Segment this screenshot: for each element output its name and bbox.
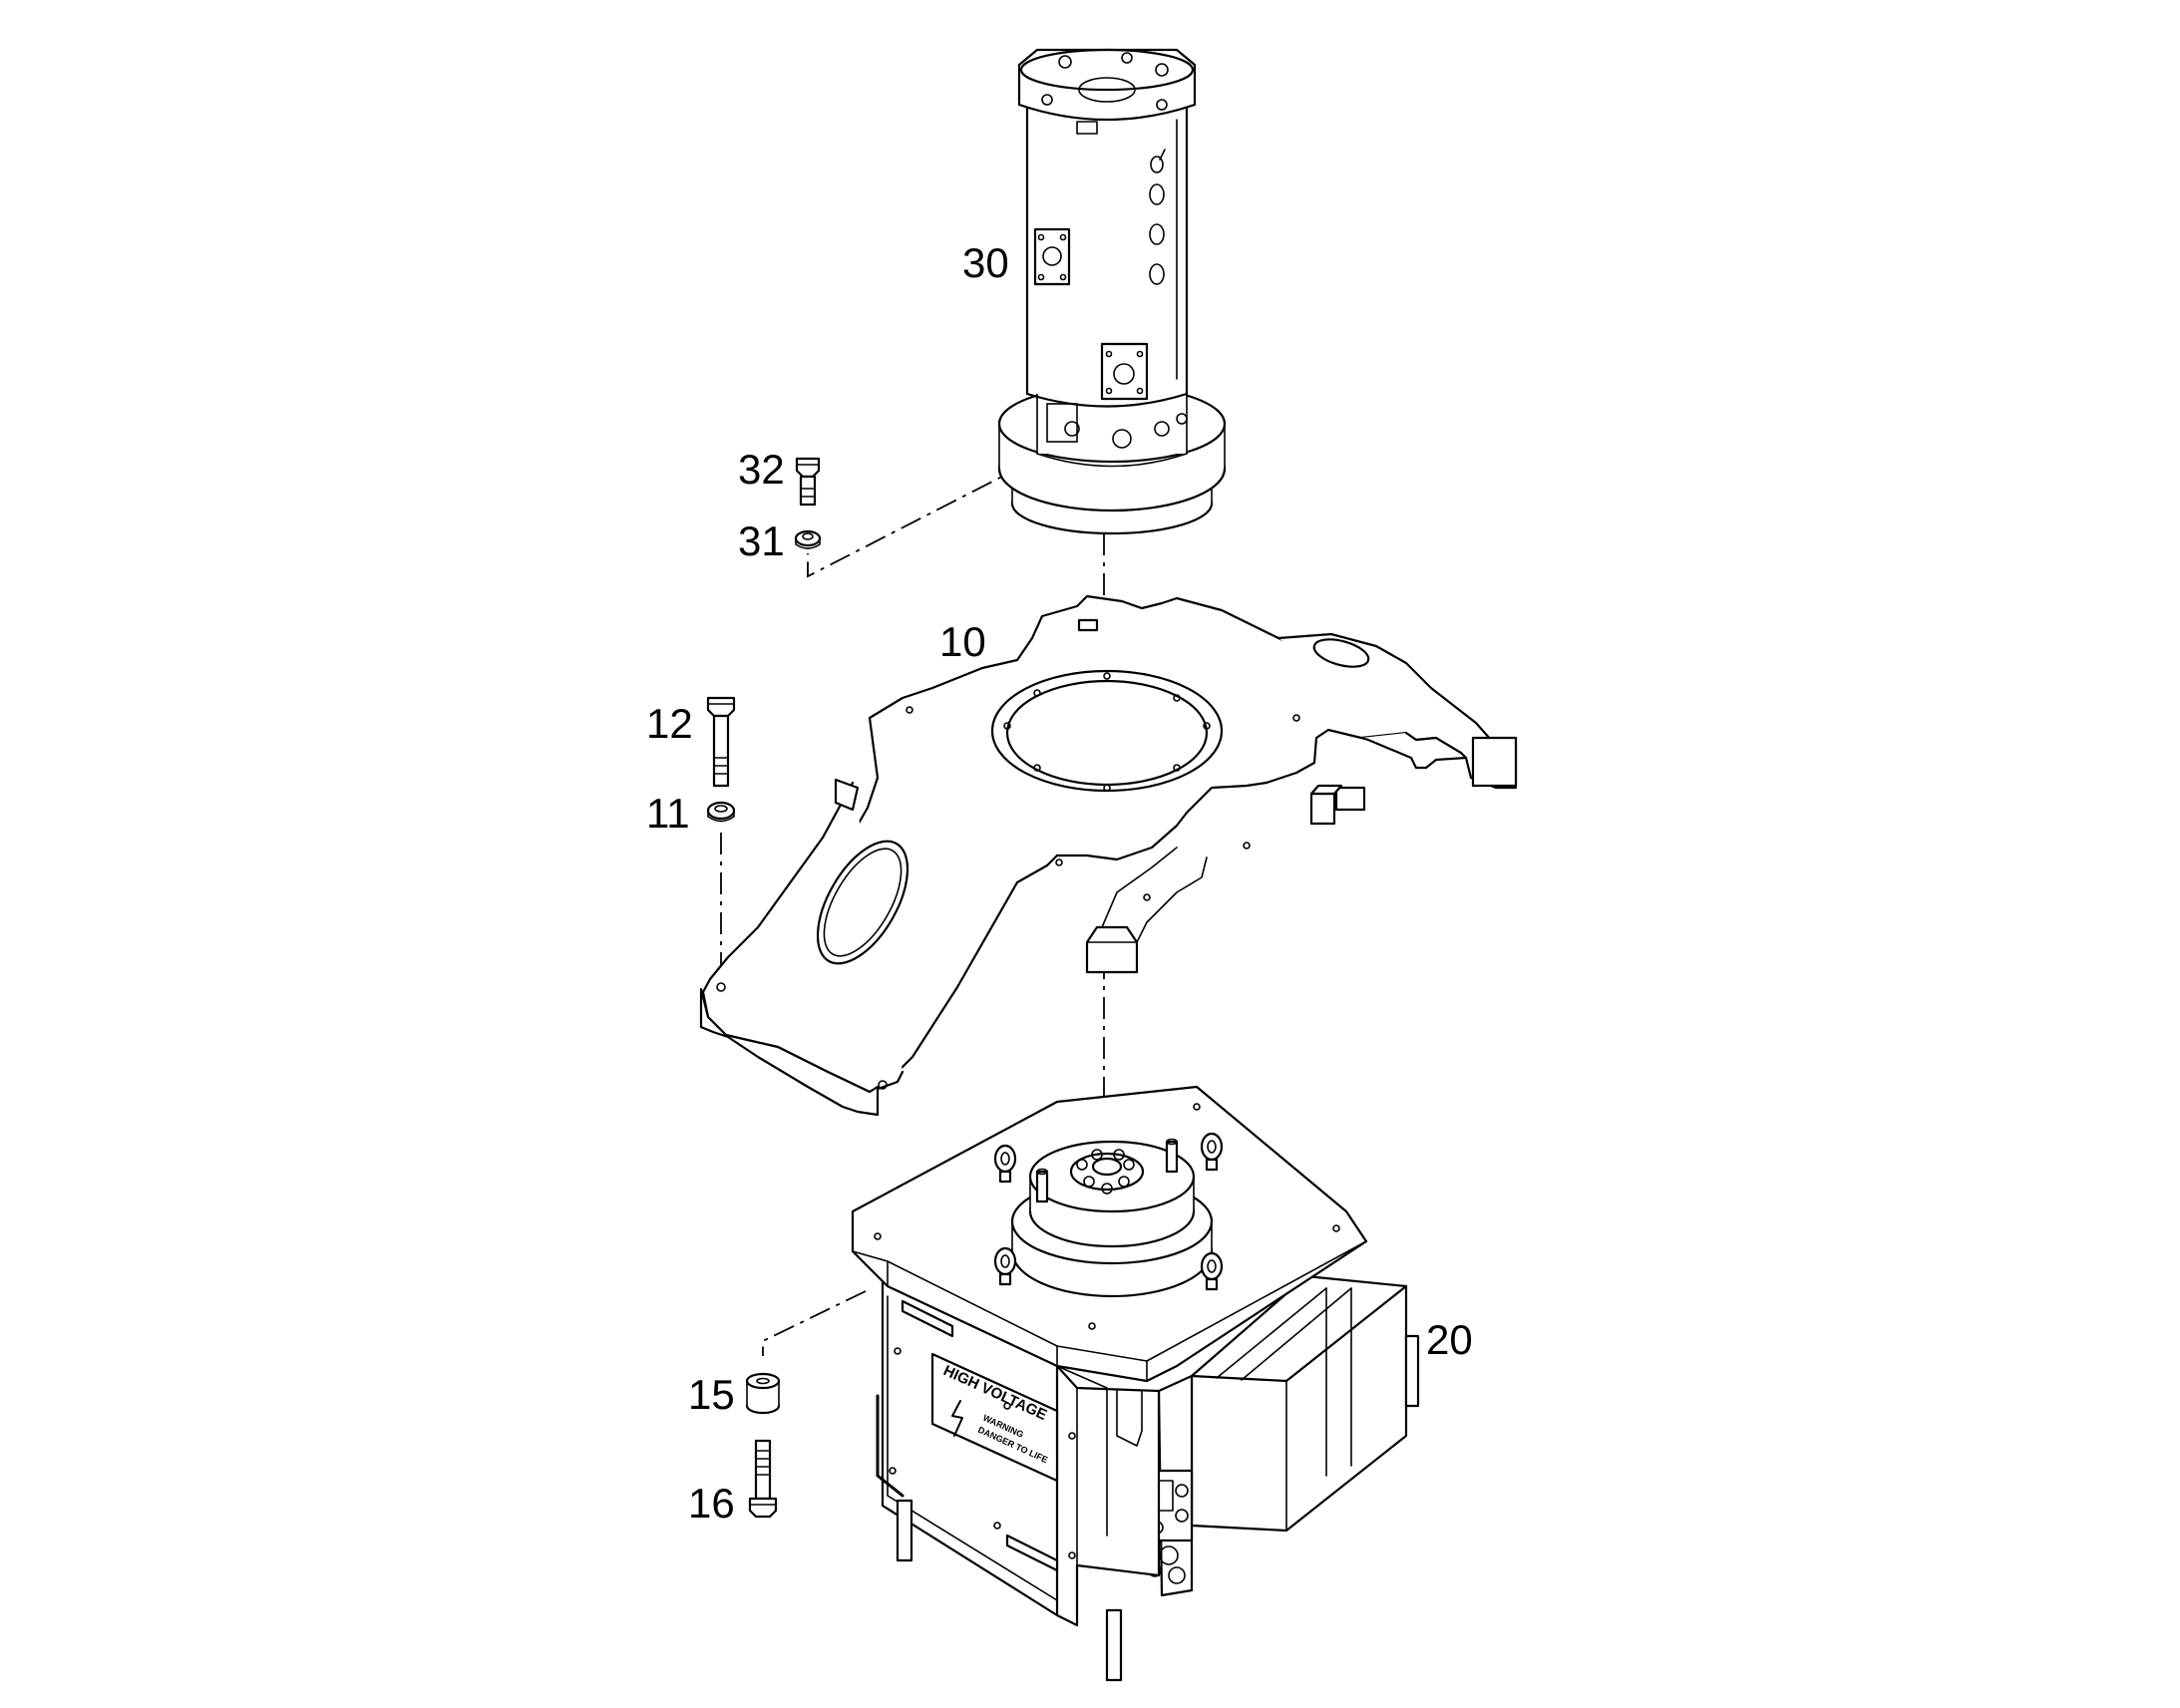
bolt-32 — [795, 457, 821, 507]
lightning-bolt-icon — [951, 1400, 963, 1437]
callout-16: 16 — [688, 1480, 735, 1527]
callout-10: 10 — [939, 618, 986, 665]
bolt-31-32-assembly-line — [807, 463, 1028, 578]
callout-30: 30 — [962, 239, 1009, 286]
washer-11 — [706, 801, 736, 823]
washer-31 — [794, 529, 822, 549]
bolt-12 — [706, 696, 736, 788]
slip-ring-housing: HIGH VOLTAGE WARNING DANGER TO LIFE — [851, 1085, 1420, 1682]
callout-31: 31 — [738, 517, 785, 564]
callout-11: 11 — [646, 790, 690, 837]
bolt-16 — [748, 1439, 778, 1519]
bolt-15-16-assembly-line — [762, 1290, 867, 1356]
callout-12: 12 — [646, 700, 693, 747]
mounting-frame — [699, 594, 1518, 1117]
callout-labels: 30 32 31 10 12 11 20 15 16 — [646, 239, 1473, 1527]
spacer-15 — [745, 1372, 781, 1415]
callout-15: 15 — [688, 1371, 735, 1418]
callout-32: 32 — [738, 446, 785, 493]
callout-20: 20 — [1426, 1316, 1473, 1363]
rotary-union-column — [997, 48, 1227, 535]
lifting-eyes — [993, 1132, 1224, 1291]
